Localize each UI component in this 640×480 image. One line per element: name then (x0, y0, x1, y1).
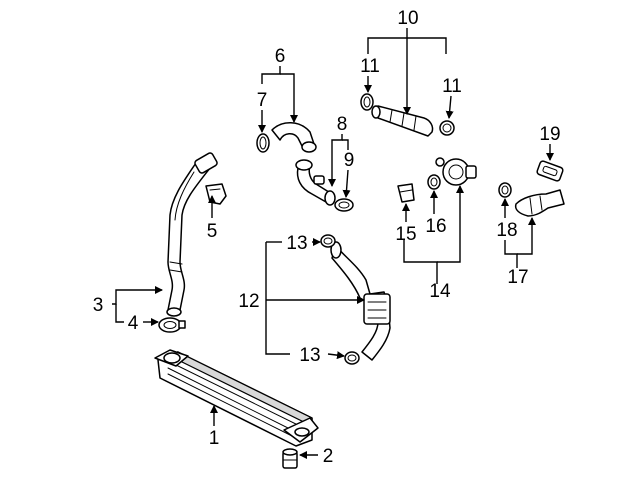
callout-17: 17 (507, 267, 528, 288)
callout-11-left: 11 (360, 56, 380, 77)
pipe-assembly (330, 241, 391, 361)
leader-lines (112, 28, 554, 459)
callout-labels: 1 2 3 4 5 6 7 8 9 10 11 11 12 13 13 14 1… (93, 8, 561, 467)
intercooler (154, 349, 319, 447)
callout-16: 16 (425, 216, 446, 237)
callout-14: 14 (429, 281, 451, 302)
callout-13-top: 13 (286, 233, 307, 254)
inlet-tube (166, 152, 218, 317)
tube-assembly (295, 159, 336, 206)
callout-10: 10 (397, 8, 418, 29)
clamp (256, 133, 270, 153)
clamp (334, 198, 354, 212)
outlet-hose (271, 122, 317, 153)
callout-18: 18 (496, 220, 517, 241)
clamp (498, 182, 512, 198)
clamp (320, 234, 360, 365)
bushing (282, 448, 298, 469)
hose (371, 105, 434, 137)
callout-7: 7 (257, 90, 268, 111)
clamp (360, 93, 455, 136)
callout-3: 3 (93, 295, 104, 316)
seal (536, 160, 564, 182)
bracket (205, 183, 227, 205)
callout-11-right: 11 (442, 76, 462, 97)
callout-13-bottom: 13 (299, 345, 320, 366)
callout-1: 1 (209, 428, 220, 449)
callout-8: 8 (337, 114, 348, 135)
valve-assembly (435, 157, 477, 186)
hose (514, 189, 565, 217)
callout-19: 19 (539, 124, 560, 145)
callout-12: 12 (238, 291, 259, 312)
callout-15: 15 (395, 224, 416, 245)
connector (397, 183, 415, 203)
callout-4: 4 (128, 313, 139, 334)
clamp (427, 174, 441, 190)
callout-5: 5 (207, 221, 218, 242)
callout-2: 2 (323, 446, 334, 467)
clamp (158, 317, 186, 333)
callout-9: 9 (344, 150, 355, 171)
callout-6: 6 (275, 46, 286, 67)
